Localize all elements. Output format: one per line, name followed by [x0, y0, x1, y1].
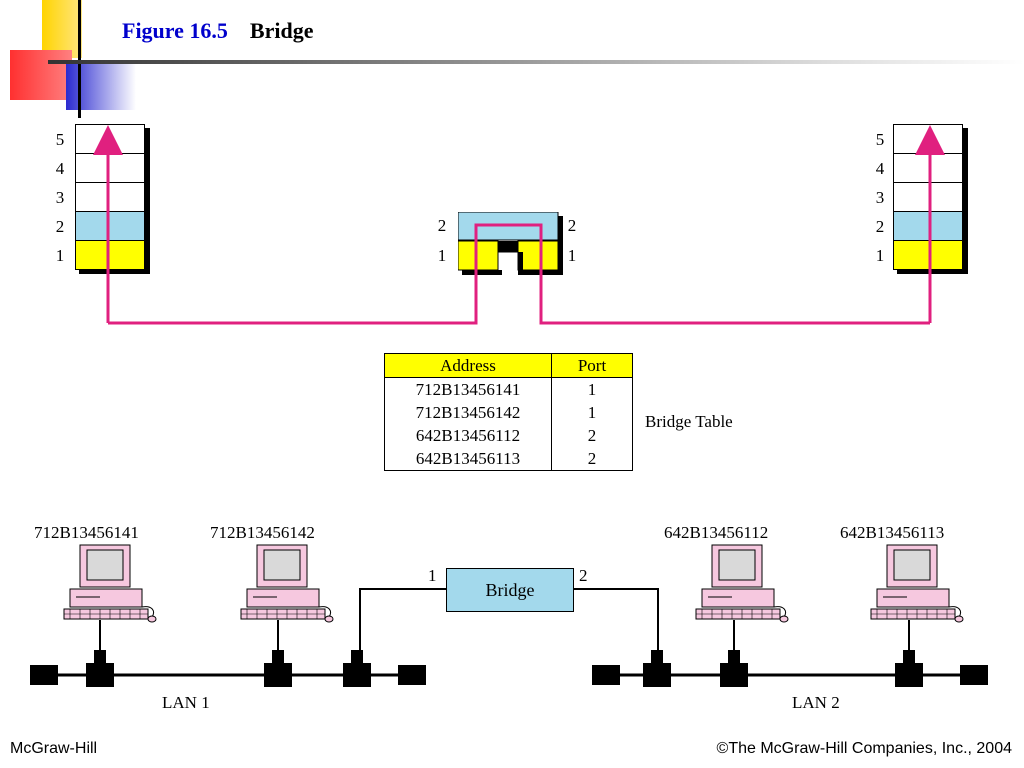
left-layer-3	[75, 182, 145, 212]
lan2-tap-3	[720, 620, 748, 687]
row-port: 2	[551, 447, 633, 471]
figure-number: Figure 16.5	[122, 18, 228, 43]
table-row: 642B13456112 2	[384, 424, 633, 447]
lan1-terminator-right	[398, 665, 426, 685]
bridge-right-label-1: 1	[567, 246, 577, 265]
bridge-left-label-1: 1	[437, 246, 447, 265]
lan1-tap-1	[86, 620, 114, 687]
bridge-device: Bridge	[446, 568, 574, 612]
corner-decoration-blue	[66, 60, 136, 110]
header-port: Port	[551, 353, 633, 378]
corner-decoration-line	[78, 0, 81, 118]
table-row: 712B13456141 1	[384, 377, 633, 401]
bridge-port1-link	[359, 588, 446, 650]
table-row: 642B13456113 2	[384, 447, 633, 471]
lan2-terminator-right	[960, 665, 988, 685]
bridge-table-header: Address Port	[384, 353, 633, 378]
host-address-4: 642B13456113	[840, 523, 945, 542]
left-layer-label-1: 1	[55, 246, 65, 265]
right-stack-shadow-bottom	[897, 269, 968, 274]
bridge-port-1-label: 1	[428, 566, 437, 585]
lan2-terminator-left	[592, 665, 620, 685]
right-layer-label-4: 4	[875, 159, 885, 178]
bridge-port2-link	[572, 588, 659, 650]
computer-icon	[240, 544, 334, 623]
row-port: 2	[551, 424, 633, 447]
bridge-left-label-2: 2	[437, 216, 447, 235]
right-stack-shadow	[963, 128, 968, 274]
host-address-3: 642B13456112	[664, 523, 769, 542]
right-layer-1	[893, 240, 963, 270]
right-layer-label-3: 3	[875, 188, 885, 207]
header-address: Address	[384, 353, 552, 378]
computer-icon	[695, 544, 789, 623]
row-address: 712B13456141	[384, 377, 552, 401]
lan1-tap-bridge	[343, 650, 371, 687]
bridge-port-2-label: 2	[579, 566, 588, 585]
row-port: 1	[551, 377, 633, 401]
left-stack-shadow	[145, 128, 150, 274]
row-address: 642B13456112	[384, 424, 552, 447]
computer-icon	[63, 544, 157, 623]
left-layer-label-3: 3	[55, 188, 65, 207]
bridge-right-label-2: 2	[567, 216, 577, 235]
host-address-2: 712B13456142	[210, 523, 315, 542]
bridge-table-container: Address Port 712B13456141 1 712B13456142…	[384, 353, 633, 471]
lan1-terminator-left	[30, 665, 58, 685]
left-stack-shadow-bottom	[79, 269, 150, 274]
table-row: 712B13456142 1	[384, 401, 633, 424]
corner-decoration-red	[10, 50, 72, 100]
row-address: 642B13456113	[384, 447, 552, 471]
figure-name: Bridge	[249, 18, 314, 43]
row-address: 712B13456142	[384, 401, 552, 424]
right-layer-label-5: 5	[875, 130, 885, 149]
lan1-label: LAN 1	[162, 693, 210, 712]
bridge-table: Address Port 712B13456141 1 712B13456142…	[384, 353, 633, 471]
left-layer-label-4: 4	[55, 159, 65, 178]
computer-icon	[870, 544, 964, 623]
bridge-table-caption: Bridge Table	[645, 412, 733, 431]
left-layer-label-2: 2	[55, 217, 65, 236]
right-layer-label-2: 2	[875, 217, 885, 236]
corner-decoration-yellow	[42, 0, 82, 58]
title-rule	[48, 60, 1024, 64]
bridge-device-label: Bridge	[485, 579, 535, 600]
lan2-tap-4	[895, 620, 923, 687]
footer-copyright: ©The McGraw-Hill Companies, Inc., 2004	[716, 740, 1012, 757]
right-layer-label-1: 1	[875, 246, 885, 265]
data-path-line	[108, 223, 930, 325]
slide-title: Figure 16.5 Bridge	[122, 18, 313, 44]
row-port: 1	[551, 401, 633, 424]
host-address-1: 712B13456141	[34, 523, 139, 542]
left-layer-label-5: 5	[55, 130, 65, 149]
lan2-tap-bridge	[643, 650, 671, 687]
footer-publisher: McGraw-Hill	[10, 740, 98, 757]
lan1-tap-2	[264, 620, 292, 687]
lan2-label: LAN 2	[792, 693, 840, 712]
